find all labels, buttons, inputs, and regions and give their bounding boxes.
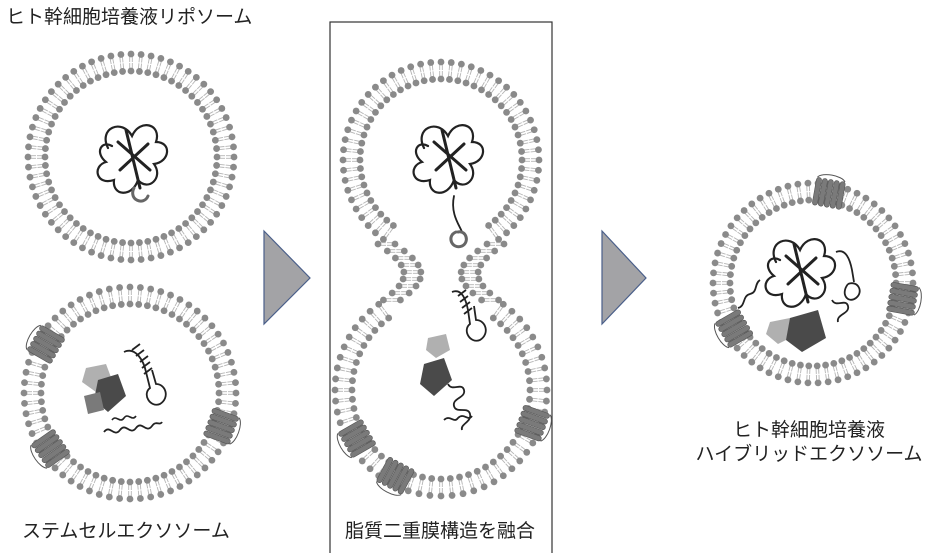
hybrid-label-line2: ハイブリッドエクソソーム [695, 443, 923, 465]
fusing-vesicle [331, 58, 552, 500]
membrane-protein-icon [812, 174, 846, 210]
fusing-cargo [412, 124, 487, 431]
stem-cell-exosome-vesicle [20, 283, 241, 503]
membrane-protein-icon [25, 324, 65, 364]
exosome-cargo [82, 343, 167, 434]
protein-coil-icon [103, 421, 163, 434]
arrow-right-icon [601, 229, 647, 326]
liposome-label: ヒト幹細胞培養液リポソーム [6, 6, 253, 28]
protein-coil-icon [96, 124, 169, 203]
hybrid-label-line1: ヒト幹細胞培養液 [732, 419, 885, 441]
membrane-protein-icon [886, 282, 922, 316]
arrow-right-icon [263, 229, 311, 326]
membrane-protein-icon [203, 408, 241, 445]
exosome-label: ステムセルエクソソーム [22, 520, 230, 542]
hybrid-cargo [737, 238, 861, 352]
membrane-protein-icon [376, 457, 415, 496]
liposome-vesicle [24, 50, 238, 264]
membrane-protein-icon [514, 405, 552, 442]
membrane-protein-icon [713, 309, 753, 349]
hybrid-exosome-vesicle [709, 174, 922, 387]
hybrid-label: ヒト幹細胞培養液 ハイブリッドエクソソーム [694, 418, 924, 466]
membrane-protein-icon [30, 429, 70, 469]
rna-hairpin-icon [123, 343, 167, 406]
membrane-protein-icon [336, 419, 376, 459]
fusion-label: 脂質二重膜構造を融合 [345, 520, 536, 542]
fusion-frame [329, 21, 553, 553]
